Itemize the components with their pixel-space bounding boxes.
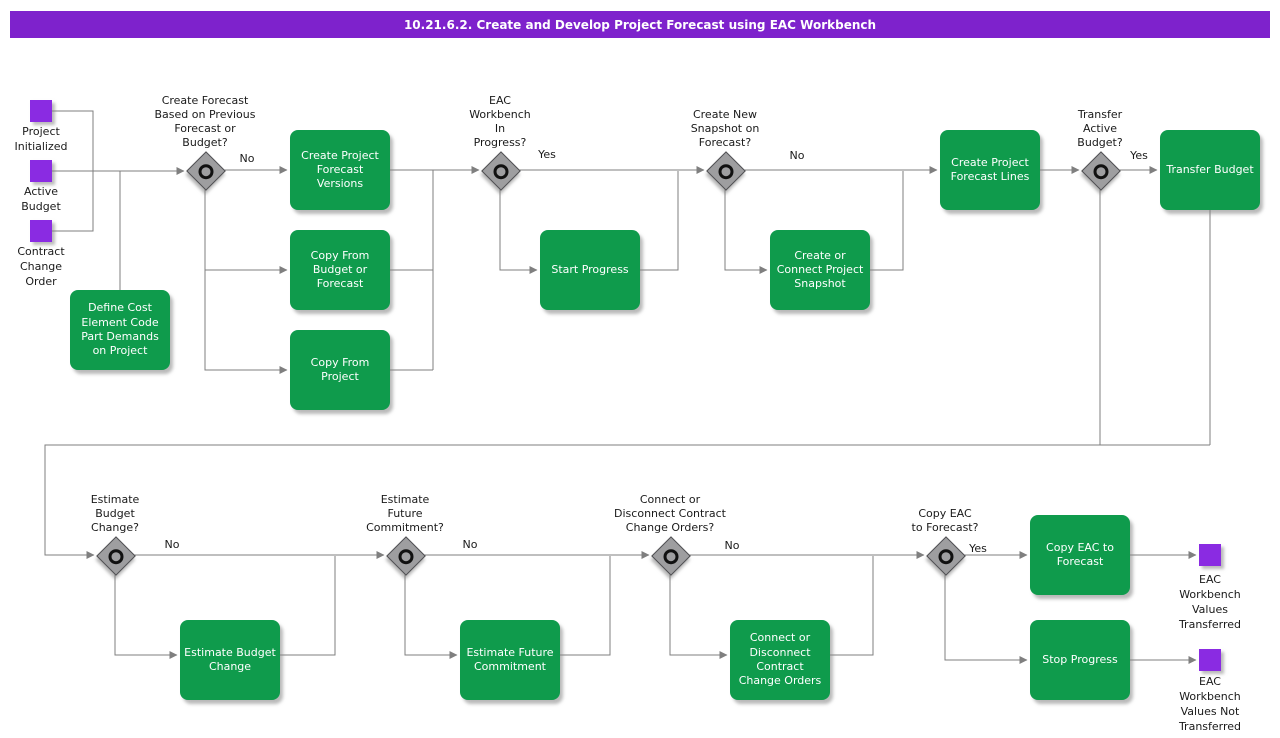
decision-circle-icon <box>715 160 737 182</box>
flow-line <box>114 573 178 659</box>
decision-circle-icon <box>105 545 127 567</box>
event-contract-change-order <box>30 220 52 242</box>
branch-label: No <box>239 152 255 165</box>
decision-question: Estimate Future Commitment? <box>366 493 444 534</box>
flow-line <box>870 171 904 271</box>
branch-label: Yes <box>969 542 987 555</box>
flow-line <box>404 573 458 659</box>
activity-copy-eac-to-forecast[interactable]: Copy EAC to Forecast <box>1030 515 1130 595</box>
decision-question: Transfer Active Budget? <box>1077 108 1123 149</box>
decision-question: Create Forecast Based on Previous Foreca… <box>154 94 256 149</box>
flow-line <box>944 573 1028 664</box>
event-label: Contract Change Order <box>17 245 65 288</box>
flow-line <box>44 444 1210 559</box>
decision-question: Create New Snapshot on Forecast? <box>690 108 760 149</box>
flow-line <box>204 188 288 374</box>
flow-line <box>499 188 538 274</box>
decision-question: Estimate Budget Change? <box>90 493 140 534</box>
activity-estimate-budget-change[interactable]: Estimate Budget Change <box>180 620 280 700</box>
activity-copy-from-budget-or-forecast[interactable]: Copy From Budget or Forecast <box>290 230 390 310</box>
branch-label: No <box>789 149 805 162</box>
decision-circle-icon <box>935 545 957 567</box>
flow-line <box>669 573 728 659</box>
branch-label: No <box>164 538 180 551</box>
diagram-title-bar: 10.21.6.2. Create and Develop Project Fo… <box>10 11 1270 38</box>
branch-label: Yes <box>1130 149 1148 162</box>
branch-label: No <box>462 538 478 551</box>
activity-start-progress[interactable]: Start Progress <box>540 230 640 310</box>
branch-label: Yes <box>538 148 556 161</box>
activity-create-project-forecast-lines[interactable]: Create Project Forecast Lines <box>940 130 1040 210</box>
decision-question: Copy EAC to Forecast? <box>911 507 979 534</box>
event-eac-workbench-values-transferred <box>1199 544 1221 566</box>
flow-line <box>724 188 768 274</box>
decision-circle-icon <box>395 545 417 567</box>
activity-copy-from-project[interactable]: Copy From Project <box>290 330 390 410</box>
decision-circle-icon <box>195 160 217 182</box>
activity-define-cost-element-code-part-demands-on-project[interactable]: Define Cost Element Code Part Demands on… <box>70 290 170 370</box>
flow-line <box>830 556 874 656</box>
decision-circle-icon <box>660 545 682 567</box>
flow-line <box>640 171 679 271</box>
activity-estimate-future-commitment[interactable]: Estimate Future Commitment <box>460 620 560 700</box>
branch-label: No <box>724 539 740 552</box>
activity-create-project-forecast-versions[interactable]: Create Project Forecast Versions <box>290 130 390 210</box>
decision-circle-icon <box>1090 160 1112 182</box>
event-label: Project Initialized <box>14 125 68 153</box>
event-label: EAC Workbench Values Not Transferred <box>1178 675 1242 733</box>
activity-transfer-budget[interactable]: Transfer Budget <box>1160 130 1260 210</box>
decision-circle-icon <box>490 160 512 182</box>
flow-line <box>560 556 611 656</box>
event-active-budget <box>30 160 52 182</box>
flow-line <box>280 556 336 656</box>
activity-connect-or-disconnect-contract-change-orders[interactable]: Connect or Disconnect Contract Change Or… <box>730 620 830 700</box>
activity-stop-progress[interactable]: Stop Progress <box>1030 620 1130 700</box>
diagram-title: 10.21.6.2. Create and Develop Project Fo… <box>403 17 877 32</box>
decision-question: EAC Workbench In Progress? <box>469 94 531 149</box>
event-eac-workbench-values-not-transferred <box>1199 649 1221 671</box>
event-label: EAC Workbench Values Transferred <box>1178 573 1242 631</box>
activity-create-or-connect-project-snapshot[interactable]: Create or Connect Project Snapshot <box>770 230 870 310</box>
event-project-initialized <box>30 100 52 122</box>
decision-question: Connect or Disconnect Contract Change Or… <box>614 493 726 534</box>
event-label: Active Budget <box>21 185 61 213</box>
